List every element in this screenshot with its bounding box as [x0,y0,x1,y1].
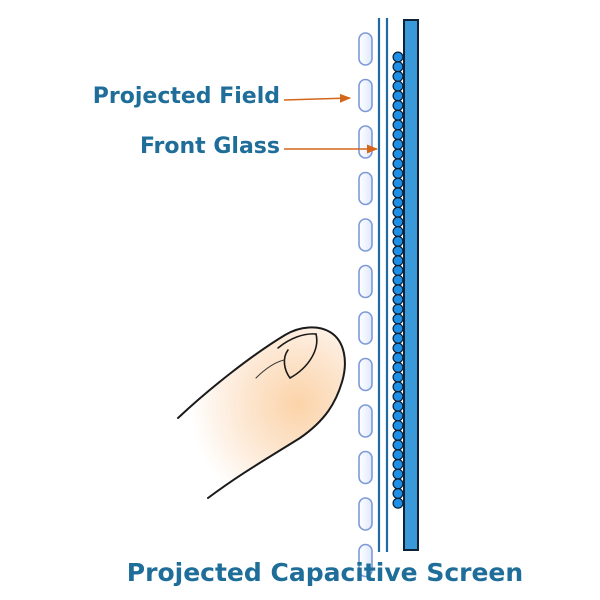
electrode-icon [392,206,404,218]
field-loop-icon [358,404,373,438]
electrode-icon [392,410,404,422]
electrode-icon [392,51,404,63]
electrode-icon [392,497,404,509]
electrode-icon [392,332,404,344]
electrode-icon [392,274,404,286]
electrode-icon [392,216,404,228]
electrode-icon [392,235,404,247]
electrode-icon [392,381,404,393]
field-loop-icon [358,125,373,159]
electrode-icon [392,352,404,364]
field-loop-icon [358,450,373,485]
front-glass-label: Front Glass [139,134,280,159]
projected-field-label: Projected Field [92,84,280,109]
electrode-icon [392,80,404,92]
electrode-icon [392,187,404,199]
electrode-icon [392,342,404,354]
electrode-icon [392,429,404,441]
field-loop-icon [358,171,373,206]
field-loop-icon [358,311,373,345]
finger-icon [177,326,346,499]
diagram-caption: Projected Capacitive Screen [126,558,524,587]
electrode-icon [392,99,404,111]
field-loop-icon [358,264,373,299]
projected-field-loops [358,32,373,578]
electrode-icon [392,255,404,267]
electrode-icon [392,70,404,82]
electrode-icon [392,226,404,238]
electrode-icon [392,197,404,209]
electrode-icon [392,488,404,500]
electrode-icon [392,119,404,131]
electrode-icon [392,449,404,461]
field-loop-icon [358,32,373,66]
electrode-icon [392,284,404,296]
electrode-icon [392,458,404,470]
electrode-icon [392,138,404,150]
electrode-icon [392,61,404,73]
electrode-icon [392,109,404,121]
field-loop-icon [358,218,373,252]
electrode-icon [392,158,404,170]
electrode-icon [392,323,404,335]
field-loop-icon [358,357,373,392]
electrode-icon [392,391,404,403]
electrode-icon [392,90,404,102]
electrode-icon [392,468,404,480]
electrode-icon [392,167,404,179]
electrode-icon [392,420,404,432]
field-loop-icon [358,78,373,113]
electrode-column [392,51,404,509]
sensor-panel [403,19,419,551]
electrode-icon [392,313,404,325]
electrode-icon [392,439,404,451]
electrode-icon [392,303,404,315]
electrode-icon [392,148,404,160]
field-loop-icon [358,497,373,531]
electrode-icon [392,371,404,383]
electrode-icon [392,294,404,306]
front-glass [377,18,389,552]
electrode-icon [392,478,404,490]
field-loop-icon [358,543,373,578]
electrode-icon [392,129,404,141]
electrode-icon [392,245,404,257]
electrode-icon [392,400,404,412]
projected-field-arrow [283,93,352,103]
electrode-icon [392,177,404,189]
electrode-icon [392,264,404,276]
electrode-icon [392,361,404,373]
